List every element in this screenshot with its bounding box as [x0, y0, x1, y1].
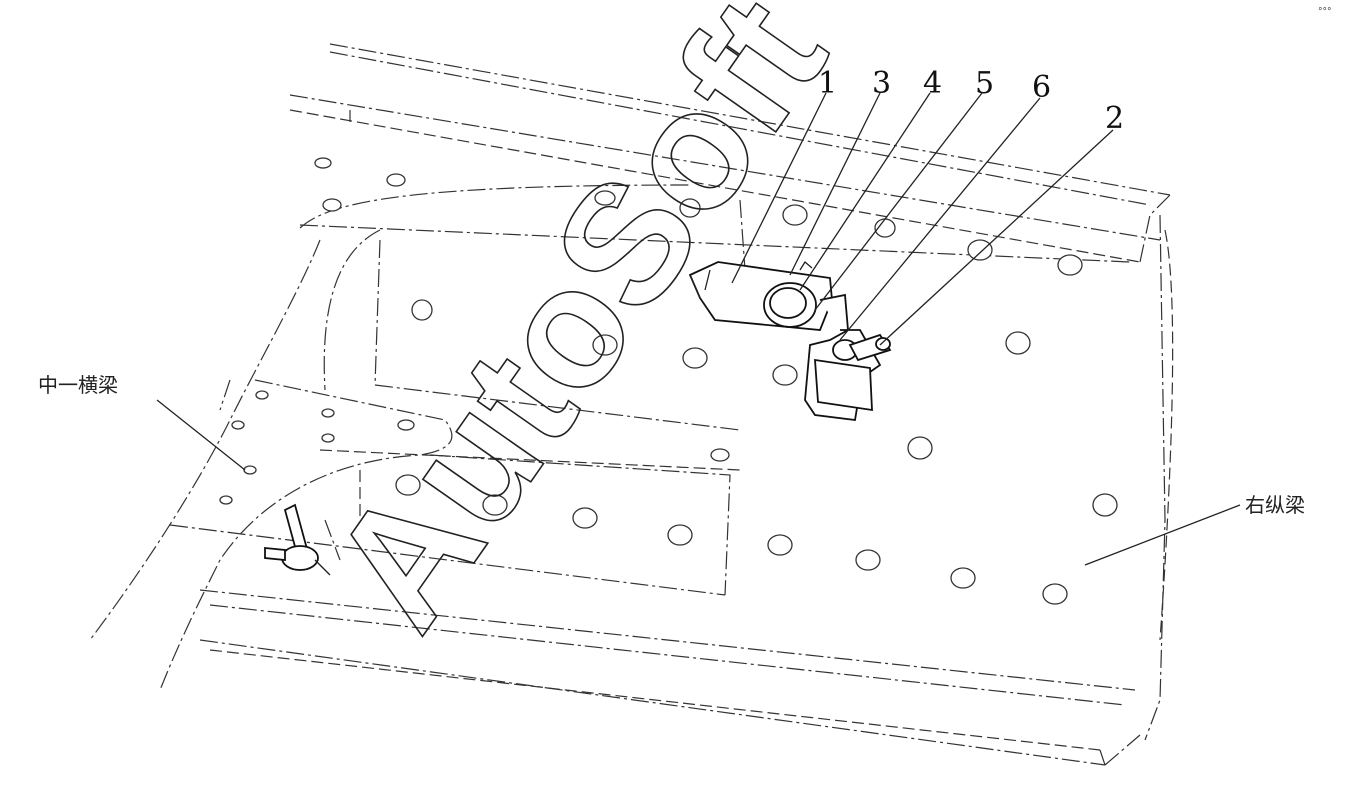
sensor-assembly [688, 261, 892, 422]
cross-member-label: 中一横梁 [38, 373, 118, 397]
callout-4: 4 [923, 66, 942, 101]
upper-beam [289, 43, 1171, 263]
callout-6: 6 [1032, 70, 1051, 105]
left-mount [264, 503, 331, 576]
right-rail-label: 右纵梁 [1245, 493, 1305, 517]
holes [219, 157, 1118, 605]
cross-member [89, 184, 741, 691]
leader-lines [156, 92, 1241, 566]
callout-2: 2 [1105, 101, 1124, 136]
autosoft-watermark: AutoSoft [295, 0, 862, 661]
callout-labels: 1 3 4 5 6 2 [818, 66, 1124, 136]
callout-3: 3 [872, 66, 891, 101]
callout-5: 5 [975, 66, 994, 101]
callout-1: 1 [818, 66, 837, 101]
right-rail-plate [199, 199, 1174, 766]
corner-mark: °°° [1318, 7, 1332, 17]
